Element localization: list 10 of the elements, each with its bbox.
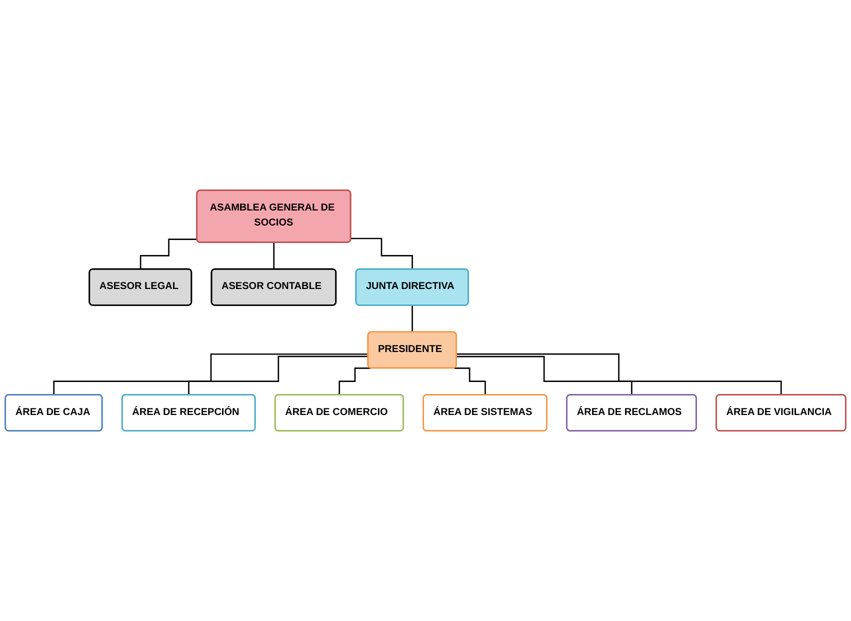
connector [273, 242, 275, 270]
connector [338, 368, 371, 396]
connector [454, 368, 486, 396]
connector [53, 353, 368, 396]
connector [456, 353, 782, 396]
connector [456, 356, 633, 396]
connector [140, 238, 198, 270]
connector [350, 238, 414, 270]
connector [188, 356, 368, 396]
connector [412, 304, 414, 333]
